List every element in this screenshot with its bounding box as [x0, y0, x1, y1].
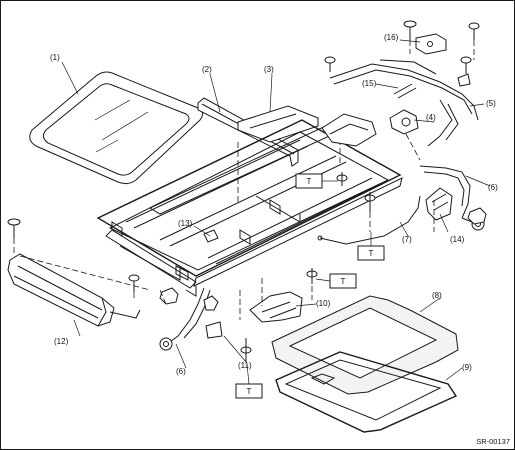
torque-mark-2: T	[357, 245, 385, 261]
svg-text:T: T	[247, 387, 252, 396]
seal-part	[275, 351, 458, 433]
callout-12: (12)	[54, 337, 69, 346]
bolt-left-1	[7, 218, 21, 238]
cable-guide-part	[393, 83, 417, 99]
glass-panel-part	[29, 71, 204, 185]
callout-9: (9)	[462, 363, 472, 372]
callout-6-left: (6)	[176, 367, 186, 376]
callout-6-right: (6)	[488, 183, 498, 192]
callout-13: (13)	[178, 219, 193, 228]
drain-hose-part	[329, 59, 479, 147]
drive-cable-part	[317, 195, 421, 245]
bolt-top-3	[460, 56, 472, 74]
leader-lines	[61, 39, 491, 381]
drain-hose-left-part	[159, 287, 211, 351]
callout-3: (3)	[264, 65, 274, 74]
callout-8: (8)	[432, 291, 442, 300]
callout-16: (16)	[384, 33, 399, 42]
bolt-t-3	[306, 268, 318, 284]
bracket-part	[415, 33, 447, 55]
bolt-t-4	[240, 338, 252, 362]
clip-top	[457, 73, 471, 87]
side-bracket-right-part	[425, 187, 453, 221]
clip-part	[203, 229, 219, 243]
bolt-top-2	[468, 22, 480, 40]
frame-rear-bar-part	[237, 105, 319, 143]
nut-right	[467, 207, 487, 225]
side-bracket-center-part	[249, 291, 303, 323]
svg-text:T: T	[307, 177, 312, 186]
callout-1: (1)	[50, 53, 60, 62]
torque-mark-4: T	[235, 383, 263, 399]
bolt-left-2	[128, 274, 140, 292]
callout-2: (2)	[202, 65, 212, 74]
bolt-top-1	[403, 20, 417, 40]
torque-mark-3: T	[329, 273, 357, 289]
callout-4: (4)	[426, 113, 436, 122]
svg-text:T: T	[369, 249, 374, 258]
nut-left	[159, 287, 179, 305]
clip-lower-part	[205, 321, 223, 339]
sunroof-motor-part	[321, 109, 419, 147]
nut-center	[203, 295, 219, 311]
figure-code: SR-00137	[476, 437, 510, 446]
callout-11: (11)	[238, 361, 252, 370]
callout-14: (14)	[450, 235, 465, 244]
wind-deflector-part	[7, 253, 141, 327]
bolt-top-4	[324, 56, 336, 72]
callout-5: (5)	[486, 99, 496, 108]
bolt-t-1	[336, 172, 348, 186]
bolt-t-2	[364, 192, 376, 212]
callout-7: (7)	[402, 235, 412, 244]
svg-text:T: T	[341, 277, 346, 286]
callout-15: (15)	[362, 79, 377, 88]
assembly-guide-lines	[13, 40, 475, 320]
callout-10: (10)	[316, 299, 331, 308]
torque-mark-1: T	[295, 173, 323, 189]
